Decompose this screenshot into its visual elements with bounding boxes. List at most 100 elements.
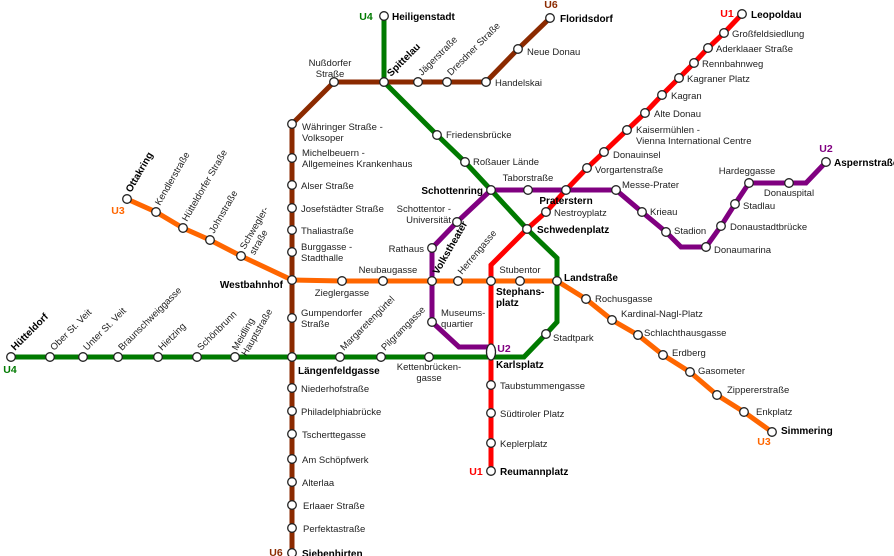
station-burggasse-stadthalle[interactable] (287, 247, 297, 257)
station-alser-straße[interactable] (287, 180, 297, 190)
station-label-line: Schottentor - (397, 204, 451, 215)
station-friedensbrücke[interactable] (432, 130, 442, 140)
station-label: Stadlau (743, 201, 775, 212)
station-taubstummengasse[interactable] (486, 380, 496, 390)
station-label: Stephans-platz (496, 287, 544, 309)
station-ober-st-veit[interactable] (45, 352, 55, 362)
station-kettenbrücken-gasse[interactable] (424, 352, 434, 362)
station-zieglergasse[interactable] (337, 276, 347, 286)
station-niederhofstraße[interactable] (287, 383, 297, 393)
station-rochusgasse[interactable] (581, 294, 591, 304)
station-südtiroler-platz[interactable] (486, 408, 496, 418)
station-johnstraße[interactable] (205, 235, 215, 245)
station-längenfeldgasse[interactable] (287, 352, 297, 362)
station-währinger-straße-volksoper[interactable] (287, 119, 297, 129)
station-braunschweiggasse[interactable] (113, 352, 123, 362)
station-aspernstraße[interactable] (821, 157, 831, 167)
station-schottentor-universität[interactable] (452, 217, 462, 227)
station-gumpendorfer-straße[interactable] (287, 313, 297, 323)
station-alte-donau[interactable] (640, 108, 650, 118)
station-margaretengürtel[interactable] (335, 352, 345, 362)
station-kaisermühlen-vienna-international-centre[interactable] (622, 125, 632, 135)
station-praterstern[interactable] (561, 185, 571, 195)
station-hütteldorfer-straße[interactable] (178, 223, 188, 233)
station-volkstheater[interactable] (427, 276, 437, 286)
station-zippererstraße[interactable] (712, 390, 722, 400)
station-simmering[interactable] (767, 427, 777, 437)
station-philadelphiabrücke[interactable] (287, 406, 297, 416)
station-landstraße[interactable] (552, 276, 562, 286)
station-aderklaaer-straße[interactable] (703, 43, 713, 53)
station-unter-st-veit[interactable] (78, 352, 88, 362)
station-label: Längenfeldgasse (298, 366, 380, 377)
station-schwedenplatz[interactable] (522, 224, 532, 234)
station-roßauer-lände[interactable] (460, 157, 470, 167)
station-label: Südtiroler Platz (500, 409, 565, 420)
station-stadtpark[interactable] (541, 329, 551, 339)
station-karlsplatz[interactable] (485, 343, 497, 361)
station-neue-donau[interactable] (513, 44, 523, 54)
station-westbahnhof[interactable] (287, 275, 297, 285)
station-hardeggasse[interactable] (744, 178, 754, 188)
station-keplerplatz[interactable] (486, 438, 496, 448)
station-thaliastraße[interactable] (287, 225, 297, 235)
station-jägerstraße[interactable] (413, 77, 423, 87)
station-museumsquartier[interactable] (427, 317, 437, 327)
station-stadlau[interactable] (730, 199, 740, 209)
station-pilgramgasse[interactable] (376, 352, 386, 362)
station-stubentor[interactable] (515, 276, 525, 286)
station-floridsdorf[interactable] (545, 13, 555, 23)
station-schwegler-straße[interactable] (236, 251, 246, 261)
station-handelskai[interactable] (481, 77, 491, 87)
station-heiligenstadt[interactable] (379, 11, 389, 21)
station-stephansplatz[interactable] (486, 276, 496, 286)
station-erlaaer-straße[interactable] (287, 500, 297, 510)
station-neubaugasse[interactable] (378, 276, 388, 286)
station-stadion[interactable] (661, 227, 671, 237)
station-meidling-hauptstraße[interactable] (230, 352, 240, 362)
station-schönbrunn[interactable] (192, 352, 202, 362)
station-herrengasse[interactable] (453, 276, 463, 286)
station-gasometer[interactable] (685, 367, 695, 377)
station-ottakring[interactable] (122, 194, 132, 204)
station-label: Kagraner Platz (687, 74, 750, 85)
station-leopoldau[interactable] (737, 9, 747, 19)
station-schottenring[interactable] (486, 185, 496, 195)
station-donauinsel[interactable] (599, 147, 609, 157)
station-großfeldsiedlung[interactable] (719, 28, 729, 38)
station-donaumarina[interactable] (701, 242, 711, 252)
station-label: Rochusgasse (595, 294, 653, 305)
station-label: Donauinsel (613, 150, 661, 161)
station-schlachthausgasse[interactable] (633, 330, 643, 340)
station-kagraner-platz[interactable] (674, 73, 684, 83)
station-rennbahnweg[interactable] (689, 58, 699, 68)
station-donauspital[interactable] (784, 178, 794, 188)
station-tscherttegasse[interactable] (287, 429, 297, 439)
station-reumannplatz[interactable] (486, 466, 496, 476)
station-am-schöpfwerk[interactable] (287, 454, 297, 464)
station-kardinal-nagl-platz[interactable] (607, 315, 617, 325)
station-dresdner-straße[interactable] (442, 77, 452, 87)
station-nestroyplatz[interactable] (541, 207, 551, 217)
station-michelbeuern-allgemeines-krankenhaus[interactable] (287, 153, 297, 163)
station-taborstraße[interactable] (523, 185, 533, 195)
station-siebenhirten[interactable] (287, 548, 297, 556)
station-rathaus[interactable] (427, 243, 437, 253)
station-perfektastraße[interactable] (287, 523, 297, 533)
station-messe-prater[interactable] (611, 185, 621, 195)
station-label: Roßauer Lände (473, 157, 539, 168)
station-alterlaa[interactable] (287, 477, 297, 487)
station-hietzing[interactable] (153, 352, 163, 362)
station-vorgartenstraße[interactable] (582, 163, 592, 173)
station-josefstädter-straße[interactable] (287, 203, 297, 213)
station-spittelau[interactable] (379, 77, 389, 87)
station-donaustadtbrücke[interactable] (716, 221, 726, 231)
station-enkplatz[interactable] (739, 407, 749, 417)
station-krieau[interactable] (637, 207, 647, 217)
station-label: Erdberg (672, 348, 706, 359)
station-hütteldorf[interactable] (6, 352, 16, 362)
station-kendlerstraße[interactable] (151, 207, 161, 217)
station-nußdorfer-straße[interactable] (329, 77, 339, 87)
station-erdberg[interactable] (658, 350, 668, 360)
station-kagran[interactable] (657, 90, 667, 100)
